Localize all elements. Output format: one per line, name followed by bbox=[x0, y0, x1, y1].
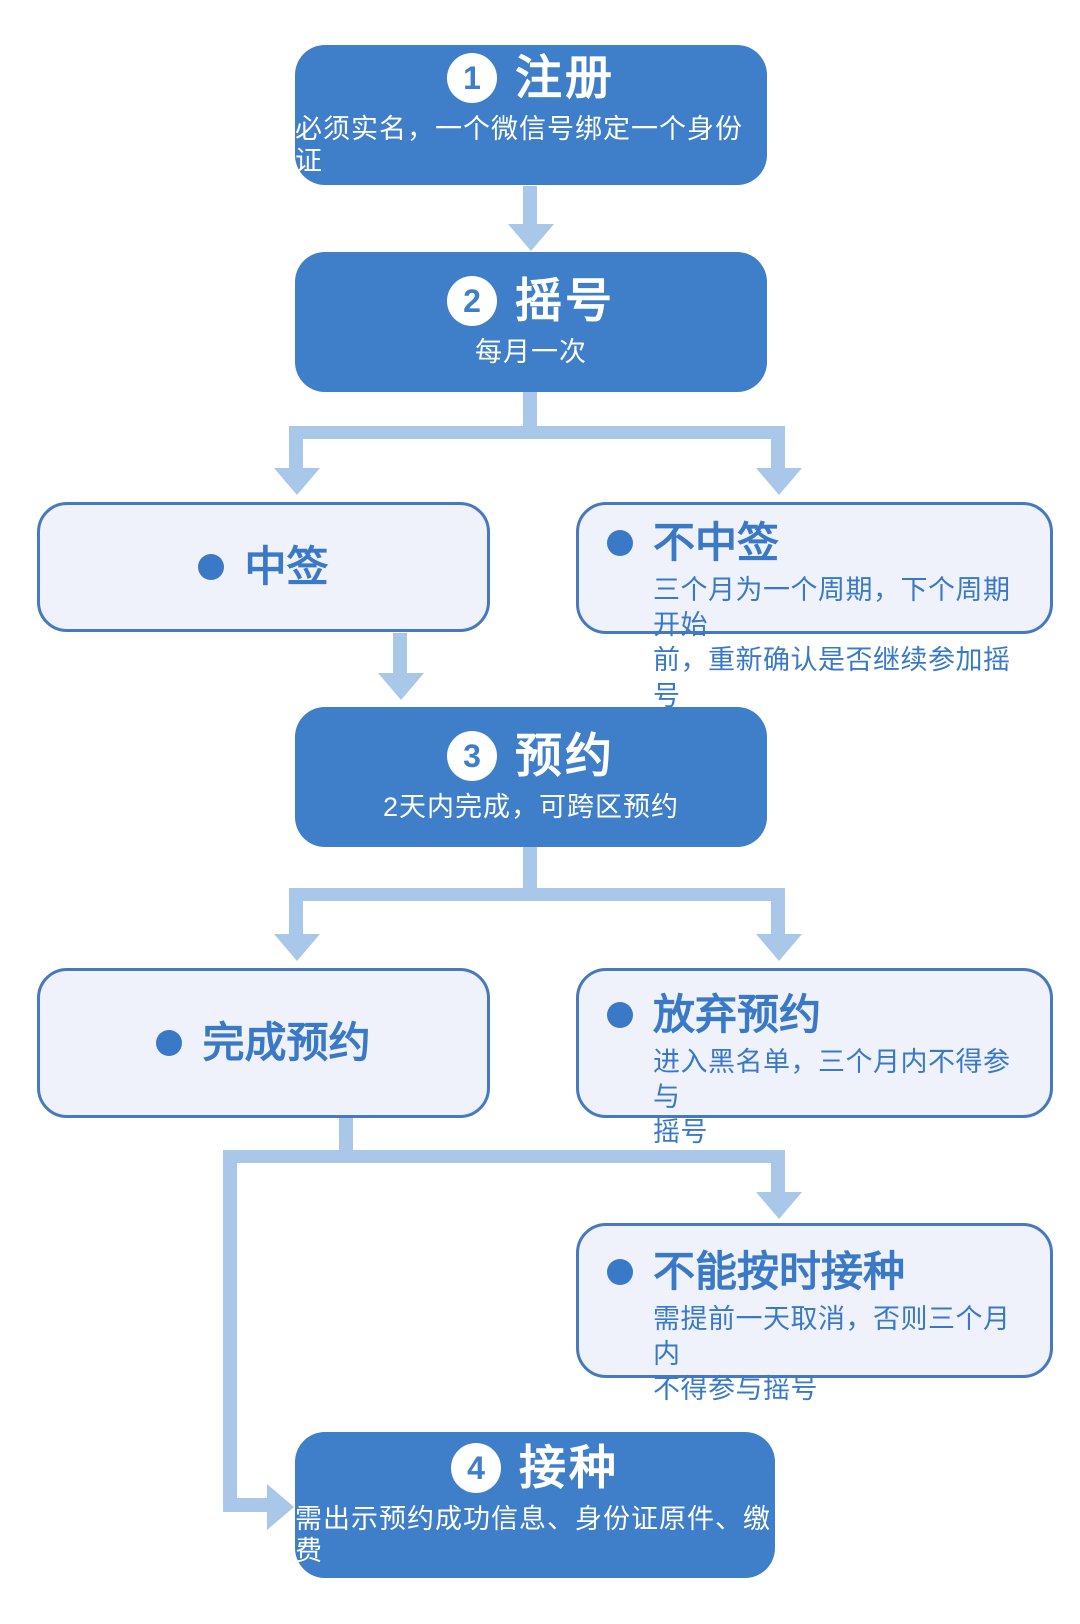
step-title-vaccination: 接种 bbox=[519, 1441, 619, 1495]
connector-complete-to-cannot-attend bbox=[771, 1150, 785, 1196]
option-title-row: 不能按时接种 bbox=[607, 1248, 1026, 1296]
connector-appointment-stub bbox=[523, 847, 537, 891]
step-title-row: 2 摇号 bbox=[447, 274, 615, 328]
arrow-down-icon bbox=[756, 468, 802, 495]
arrow-right-icon bbox=[267, 1484, 294, 1530]
arrow-down-icon bbox=[508, 224, 554, 251]
option-box-abandon-appointment: 放弃预约 进入黑名单，三个月内不得参与 摇号 bbox=[576, 968, 1053, 1147]
connector-register-to-lottery bbox=[523, 186, 537, 226]
connector-complete-split bbox=[223, 1150, 785, 1163]
step-title-lottery: 摇号 bbox=[515, 274, 615, 328]
step-number-2-badge: 2 bbox=[447, 275, 497, 326]
bullet-icon bbox=[607, 1259, 633, 1286]
option-title-complete: 完成预约 bbox=[202, 1018, 371, 1066]
bullet-icon bbox=[198, 553, 225, 580]
step-subtitle-lottery: 每月一次 bbox=[475, 336, 587, 367]
connector-appointment-to-complete bbox=[289, 888, 303, 936]
option-title-row: 完成预约 bbox=[156, 1018, 371, 1067]
step-title-register: 注册 bbox=[515, 51, 615, 105]
step-title-row: 1 注册 bbox=[447, 51, 615, 105]
arrow-down-icon bbox=[756, 934, 802, 961]
step-box-vaccination: 4 接种 需出示预约成功信息、身份证原件、缴费 bbox=[295, 1432, 775, 1578]
step-subtitle-vaccination: 需出示预约成功信息、身份证原件、缴费 bbox=[295, 1503, 771, 1566]
bullet-icon bbox=[607, 1002, 633, 1029]
step-number-1-badge: 1 bbox=[447, 52, 497, 103]
option-title-row: 中签 bbox=[198, 542, 329, 591]
desc-line: 三个月为一个周期，下个周期开始 bbox=[653, 575, 1011, 641]
option-box-win: 中签 bbox=[37, 502, 490, 632]
connector-lottery-stub bbox=[523, 392, 537, 432]
step-box-appointment: 3 预约 2天内完成，可跨区预约 bbox=[295, 707, 767, 847]
option-desc-lose: 三个月为一个周期，下个周期开始 前，重新确认是否继续参加摇号 bbox=[653, 573, 1026, 713]
step-title-appointment: 预约 bbox=[515, 729, 615, 783]
option-desc-cannot-attend: 需提前一天取消，否则三个月内 不得参与摇号 bbox=[653, 1302, 1026, 1407]
option-title-win: 中签 bbox=[244, 542, 329, 590]
connector-lottery-to-win bbox=[289, 426, 303, 470]
option-title-row: 放弃预约 bbox=[607, 991, 1026, 1039]
connector-complete-stub bbox=[339, 1118, 353, 1158]
option-box-cannot-attend: 不能按时接种 需提前一天取消，否则三个月内 不得参与摇号 bbox=[576, 1223, 1053, 1404]
step-box-register: 1 注册 必须实名，一个微信号绑定一个身份证 bbox=[295, 45, 767, 185]
step-subtitle-register: 必须实名，一个微信号绑定一个身份证 bbox=[295, 113, 743, 176]
connector-lottery-to-lose bbox=[771, 426, 785, 470]
desc-line: 需提前一天取消，否则三个月内 bbox=[653, 1304, 1011, 1370]
option-box-complete-appointment: 完成预约 bbox=[37, 968, 490, 1118]
desc-line: 不得参与摇号 bbox=[653, 1374, 818, 1405]
arrow-down-icon bbox=[378, 673, 424, 700]
desc-line: 前，重新确认是否继续参加摇号 bbox=[653, 645, 1011, 711]
connector-appointment-to-abandon bbox=[771, 888, 785, 936]
desc-line: 进入黑名单，三个月内不得参与 bbox=[653, 1047, 1011, 1113]
option-title-abandon: 放弃预约 bbox=[653, 991, 822, 1038]
connector-complete-to-vaccination-vertical bbox=[223, 1150, 237, 1512]
option-box-lose: 不中签 三个月为一个周期，下个周期开始 前，重新确认是否继续参加摇号 bbox=[576, 502, 1053, 711]
step-number-4-badge: 4 bbox=[451, 1442, 501, 1493]
step-box-lottery: 2 摇号 每月一次 bbox=[295, 252, 767, 392]
arrow-down-icon bbox=[274, 934, 320, 961]
connector-appointment-split bbox=[289, 888, 785, 901]
bullet-icon bbox=[607, 530, 633, 557]
connector-win-to-appointment bbox=[393, 633, 407, 675]
connector-lottery-split bbox=[289, 426, 785, 439]
option-title-row: 不中签 bbox=[607, 519, 1026, 567]
arrow-down-icon bbox=[274, 468, 320, 495]
desc-line: 摇号 bbox=[653, 1117, 708, 1148]
step-number-3-badge: 3 bbox=[447, 730, 497, 781]
step-subtitle-appointment: 2天内完成，可跨区预约 bbox=[382, 791, 680, 822]
option-desc-abandon: 进入黑名单，三个月内不得参与 摇号 bbox=[653, 1045, 1026, 1150]
step-title-row: 3 预约 bbox=[447, 729, 615, 783]
arrow-down-icon bbox=[756, 1192, 802, 1219]
connector-complete-to-vaccination-horizontal bbox=[223, 1498, 269, 1512]
option-title-lose: 不中签 bbox=[653, 519, 780, 566]
bullet-icon bbox=[156, 1029, 183, 1056]
option-title-cannot-attend: 不能按时接种 bbox=[653, 1248, 906, 1295]
step-title-row: 4 接种 bbox=[451, 1441, 619, 1495]
